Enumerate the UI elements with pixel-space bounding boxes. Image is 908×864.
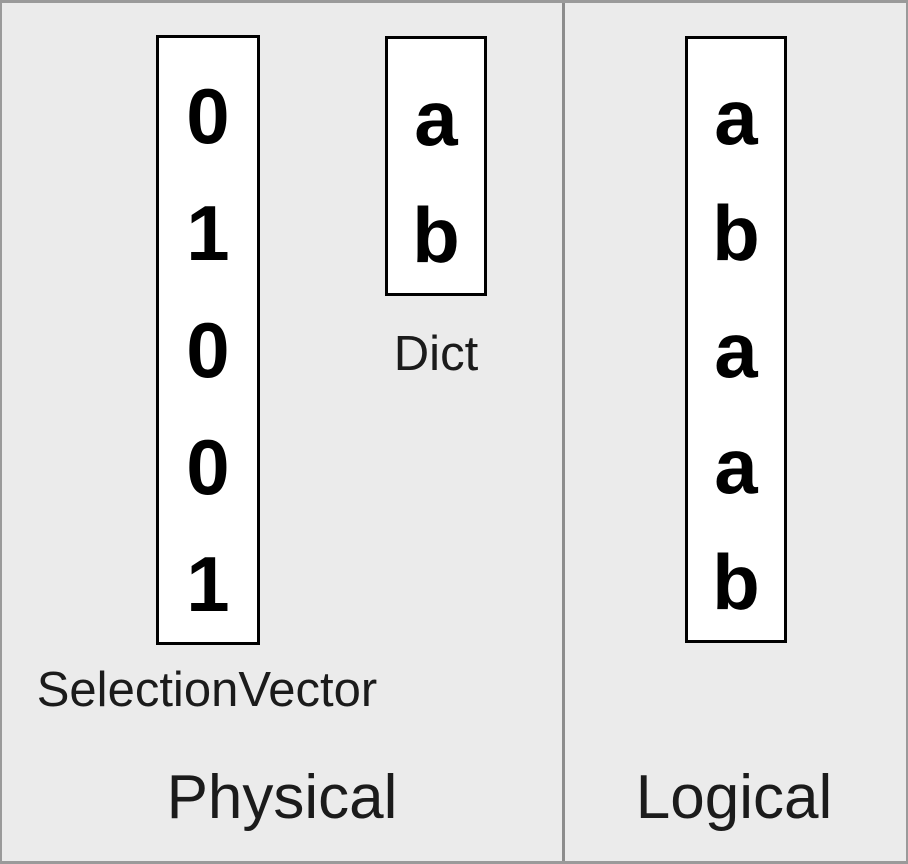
- logical-vector-cell: b: [712, 189, 760, 278]
- selection-vector-label: SelectionVector: [36, 663, 378, 717]
- dict-cell: a: [414, 73, 458, 162]
- panel-divider: [562, 3, 565, 861]
- selection-vector-cell: 1: [186, 539, 230, 628]
- physical-panel-title: Physical: [166, 763, 398, 832]
- selection-vector-cell: 0: [186, 72, 230, 161]
- dict-cell: b: [412, 190, 460, 279]
- selection-vector-box: 0 1 0 0 1: [156, 35, 260, 645]
- selection-vector-cell: 0: [186, 422, 230, 511]
- dict-box: a b: [385, 36, 487, 296]
- dict-label: Dict: [393, 327, 479, 381]
- selection-vector-cell: 1: [186, 189, 230, 278]
- selection-vector-cell: 0: [186, 305, 230, 394]
- logical-vector-cell: a: [714, 305, 758, 394]
- logical-vector-cell: b: [712, 537, 760, 626]
- logical-vector-cell: a: [714, 421, 758, 510]
- logical-vector-box: a b a a b: [685, 36, 787, 643]
- logical-vector-cell: a: [714, 73, 758, 162]
- logical-panel-title: Logical: [635, 763, 833, 832]
